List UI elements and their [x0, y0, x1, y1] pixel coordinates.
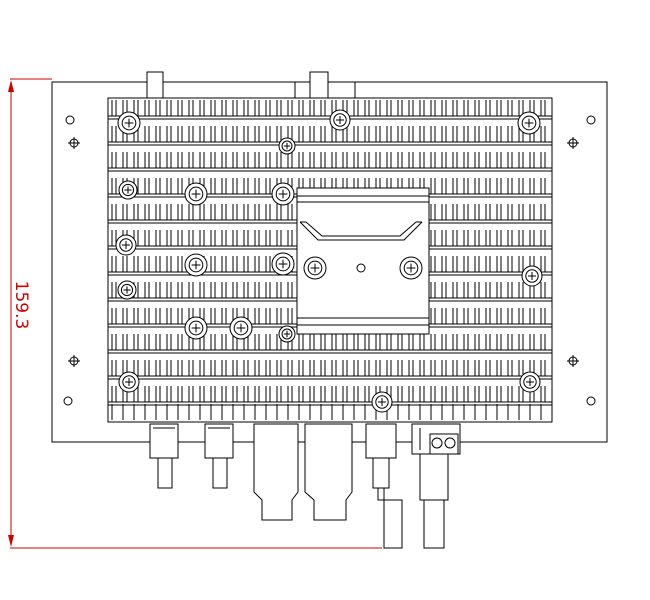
- hole-icon: [68, 355, 80, 367]
- hole-icon: [63, 396, 73, 406]
- screw-icon: [271, 182, 295, 206]
- screw-icon: [519, 371, 541, 393]
- screw-icon: [118, 371, 140, 393]
- hole-icon: [68, 137, 80, 149]
- fin-row: [108, 100, 552, 120]
- screw-icon: [278, 137, 296, 155]
- screw-icon: [184, 253, 208, 277]
- connector-cable-1: [365, 423, 403, 549]
- screw-icon: [303, 256, 327, 280]
- fin-row: [108, 360, 552, 380]
- hole-icon: [586, 115, 596, 125]
- connector-rj45-2: [304, 423, 353, 521]
- connector-left-1: [149, 423, 179, 489]
- center-hole-icon: [356, 263, 366, 273]
- dimension-label: 159.3: [11, 281, 31, 330]
- connector-rj45-1: [253, 423, 299, 521]
- screw-icon: [517, 111, 541, 135]
- screw-icon: [115, 234, 137, 256]
- screw-icon: [329, 109, 351, 131]
- screw-icon: [271, 252, 295, 276]
- dimension-line: [8, 78, 382, 549]
- terminal-block: [411, 423, 461, 549]
- hole-icon: [567, 355, 579, 367]
- connector-left-2: [204, 423, 234, 489]
- screw-icon: [117, 280, 137, 300]
- fin-row: [108, 152, 552, 172]
- hole-icon: [586, 396, 596, 406]
- screw-icon: [521, 265, 543, 287]
- screw-icon: [184, 316, 208, 340]
- screw-icon: [278, 325, 296, 343]
- screw-icon: [371, 391, 393, 413]
- mounting-holes: [63, 115, 596, 406]
- screw-icon: [184, 182, 208, 206]
- screw-icon: [117, 111, 141, 135]
- hole-icon: [65, 115, 75, 125]
- hole-icon: [567, 137, 579, 149]
- screws: [115, 109, 543, 413]
- screw-icon: [399, 256, 423, 280]
- screw-icon: [118, 180, 138, 200]
- screw-icon: [229, 316, 253, 340]
